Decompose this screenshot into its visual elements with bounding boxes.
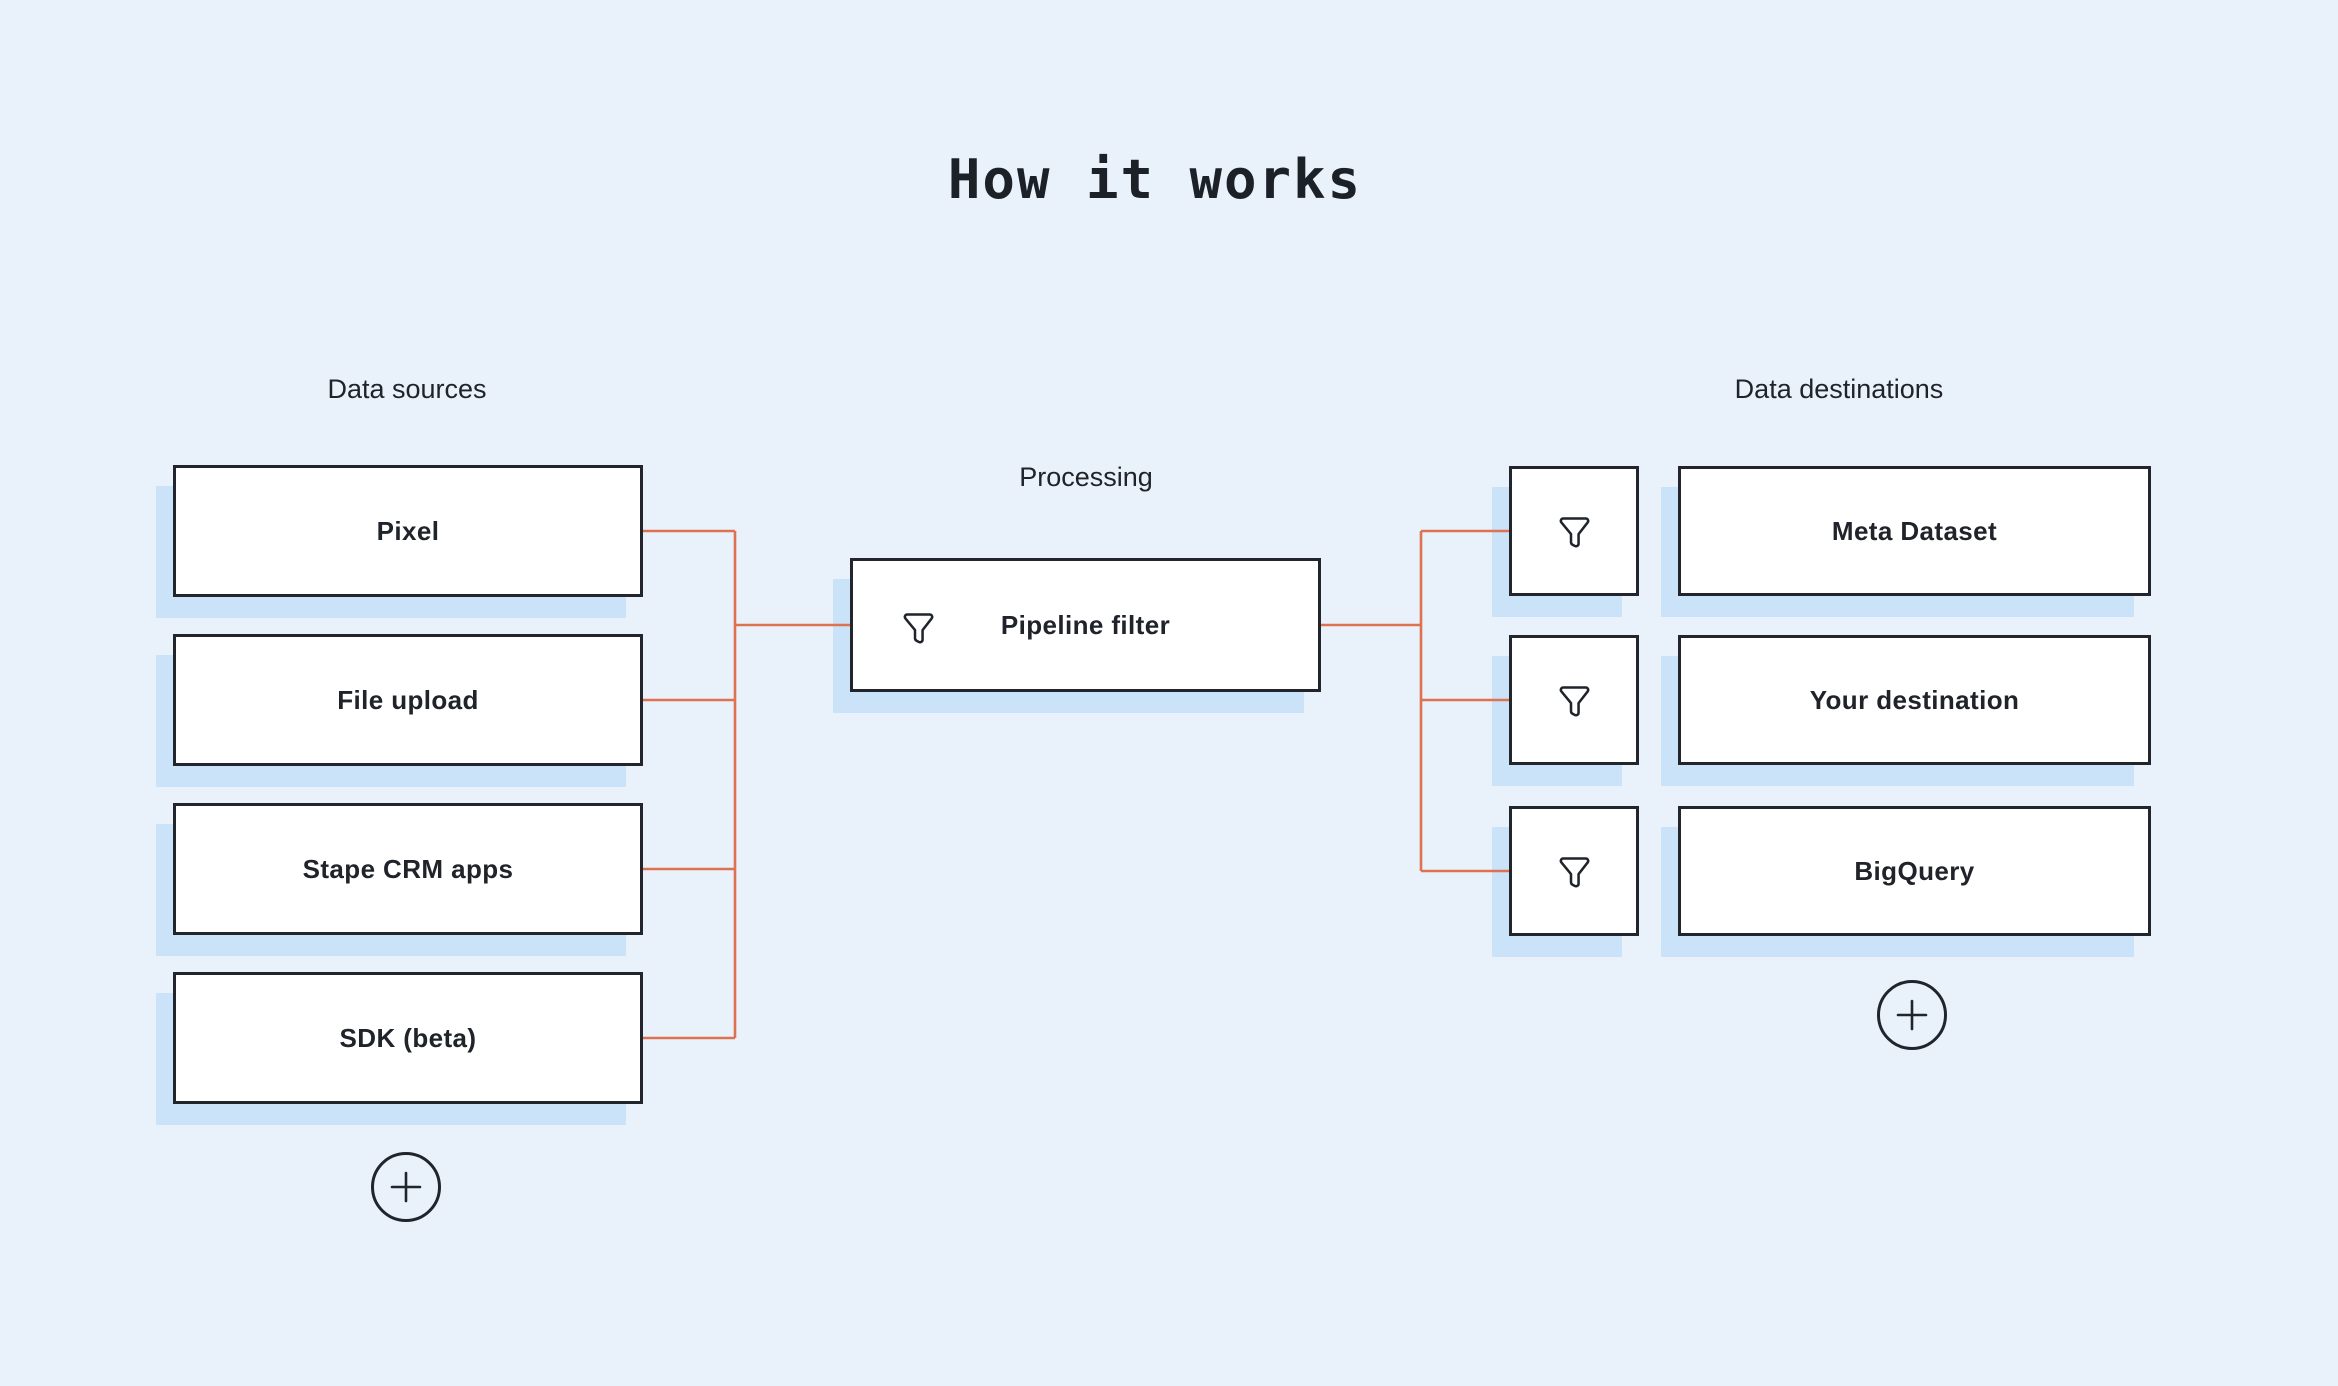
processing-label: Processing — [1019, 462, 1153, 492]
node-file-upload: File upload — [173, 634, 643, 766]
filter-node-1 — [1509, 466, 1639, 596]
data-destinations-label: Data destinations — [1734, 374, 1944, 404]
data-sources-label: Data sources — [327, 374, 487, 404]
filter-node-2 — [1509, 635, 1639, 765]
funnel-icon — [903, 613, 934, 644]
funnel-icon — [1559, 685, 1589, 716]
page-title: How it works — [947, 148, 1363, 211]
node-label: Stape CRM apps — [302, 853, 514, 884]
node-label: File upload — [337, 684, 479, 715]
node-sdk-beta: SDK (beta) — [173, 972, 643, 1104]
node-pipeline-filter: Pipeline filter — [850, 558, 1321, 692]
node-your-destination: Your destination — [1678, 635, 2151, 765]
funnel-icon — [1559, 856, 1589, 887]
node-pixel: Pixel — [173, 465, 643, 597]
add-destination-button[interactable] — [1877, 980, 1947, 1050]
node-label: Your destination — [1809, 684, 2020, 715]
node-bigquery: BigQuery — [1678, 806, 2151, 936]
node-meta-dataset: Meta Dataset — [1678, 466, 2151, 596]
plus-icon — [1896, 999, 1928, 1031]
node-label: Pixel — [376, 515, 440, 546]
filter-node-3 — [1509, 806, 1639, 936]
node-label: BigQuery — [1854, 855, 1975, 886]
node-label: Pipeline filter — [1000, 609, 1171, 640]
plus-icon — [390, 1171, 422, 1203]
node-label: SDK (beta) — [339, 1022, 477, 1053]
add-source-button[interactable] — [371, 1152, 441, 1222]
funnel-icon — [1559, 516, 1589, 547]
node-stape-crm-apps: Stape CRM apps — [173, 803, 643, 935]
node-label: Meta Dataset — [1831, 515, 1998, 546]
